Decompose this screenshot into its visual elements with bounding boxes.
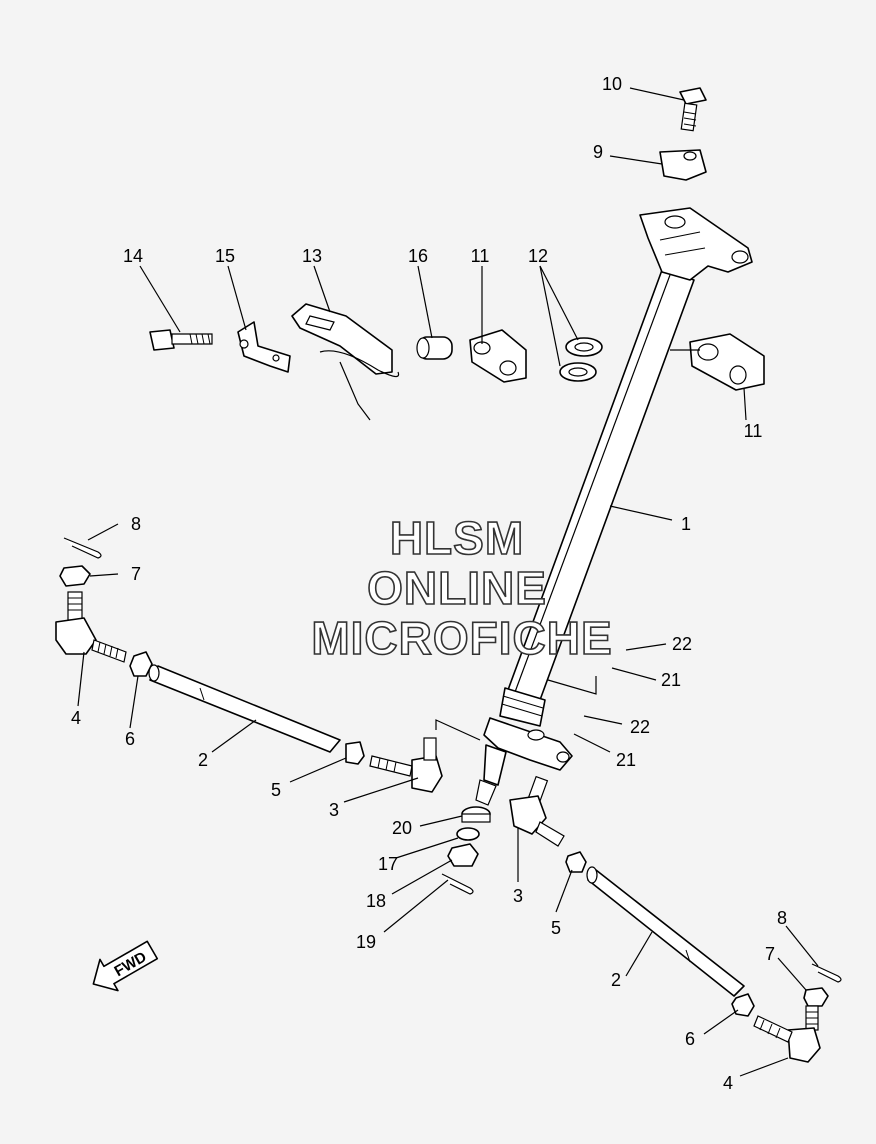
nut-7-right: [803, 987, 829, 1007]
callout-3-left: 3: [329, 800, 339, 820]
nut-6-right: [731, 993, 755, 1017]
callout-7-left: 7: [131, 564, 141, 584]
callout-11-right: 11: [744, 421, 763, 441]
callout-5-left: 5: [271, 780, 281, 800]
lower-collar: [475, 687, 573, 806]
callout-7-right: 7: [765, 944, 775, 964]
tie-rod-2-left: [148, 664, 341, 753]
callout-16: 16: [408, 246, 428, 266]
callout-6-right: 6: [685, 1029, 695, 1049]
cotter-pin-8-right: [811, 963, 842, 983]
collar-16: [416, 336, 453, 360]
bolt-14: [149, 329, 213, 351]
callout-17: 17: [378, 854, 398, 874]
washers-12: [559, 337, 603, 382]
watermark: HLSM ONLINE MICROFICHE: [311, 511, 613, 665]
callout-14: 14: [123, 246, 143, 266]
callout-22-lower: 22: [630, 717, 650, 737]
holder-11-right: [689, 333, 765, 391]
callout-10: 10: [602, 74, 622, 94]
cotter-pin-19: [441, 873, 474, 895]
callout-4-left: 4: [71, 708, 81, 728]
tie-rod-end-3-right: [509, 775, 565, 847]
callout-5-right: 5: [551, 918, 561, 938]
upper-bracket: [639, 207, 753, 281]
clamp-9: [659, 149, 707, 181]
holder-11-left: [469, 329, 527, 383]
callout-8-right: 8: [777, 908, 787, 928]
callout-20: 20: [392, 818, 412, 838]
callout-3-right: 3: [513, 886, 523, 906]
tie-rod-end-3-left: [369, 737, 443, 793]
callout-18: 18: [366, 891, 386, 911]
callout-19: 19: [356, 932, 376, 952]
callout-4-right: 4: [723, 1073, 733, 1093]
tie-rod-2-right: [586, 866, 745, 997]
nut-7-left: [59, 565, 91, 587]
watermark-line-3: MICROFICHE: [311, 612, 612, 664]
plate-13: [291, 303, 400, 421]
callout-15: 15: [215, 246, 235, 266]
nut-6-left: [129, 651, 153, 677]
nut-5-right: [565, 851, 587, 873]
watermark-line-1: HLSM: [390, 512, 524, 564]
washer-17: [456, 827, 480, 841]
callout-13: 13: [302, 246, 322, 266]
nut-18: [447, 843, 479, 867]
tie-rod-end-4-left: [55, 591, 127, 663]
callout-1: 1: [681, 514, 691, 534]
steering-shaft: [475, 207, 753, 806]
fwd-arrow: FWD: [92, 940, 159, 992]
bolt-10: [679, 87, 707, 132]
leader-lines: [77, 87, 819, 1077]
callout-6-left: 6: [125, 729, 135, 749]
nut-5-left: [345, 741, 365, 765]
callout-12: 12: [528, 246, 548, 266]
callout-21-upper: 21: [661, 670, 681, 690]
watermark-line-2: ONLINE: [367, 562, 547, 614]
callout-labels: 10 9 14 15 13 16 11 12 11 1 8 7 4 6 2 5 …: [71, 74, 787, 1093]
callout-22-upper: 22: [672, 634, 692, 654]
callout-2-left: 2: [198, 750, 208, 770]
callout-21-lower: 21: [616, 750, 636, 770]
cotter-pin-8-left: [63, 537, 102, 559]
washer-20: [461, 806, 491, 823]
callout-9: 9: [593, 142, 603, 162]
callout-2-right: 2: [611, 970, 621, 990]
tie-rod-end-4-right: [753, 1005, 821, 1063]
callout-8-left: 8: [131, 514, 141, 534]
bracket-15: [237, 321, 291, 373]
callout-11-left: 11: [471, 246, 490, 266]
